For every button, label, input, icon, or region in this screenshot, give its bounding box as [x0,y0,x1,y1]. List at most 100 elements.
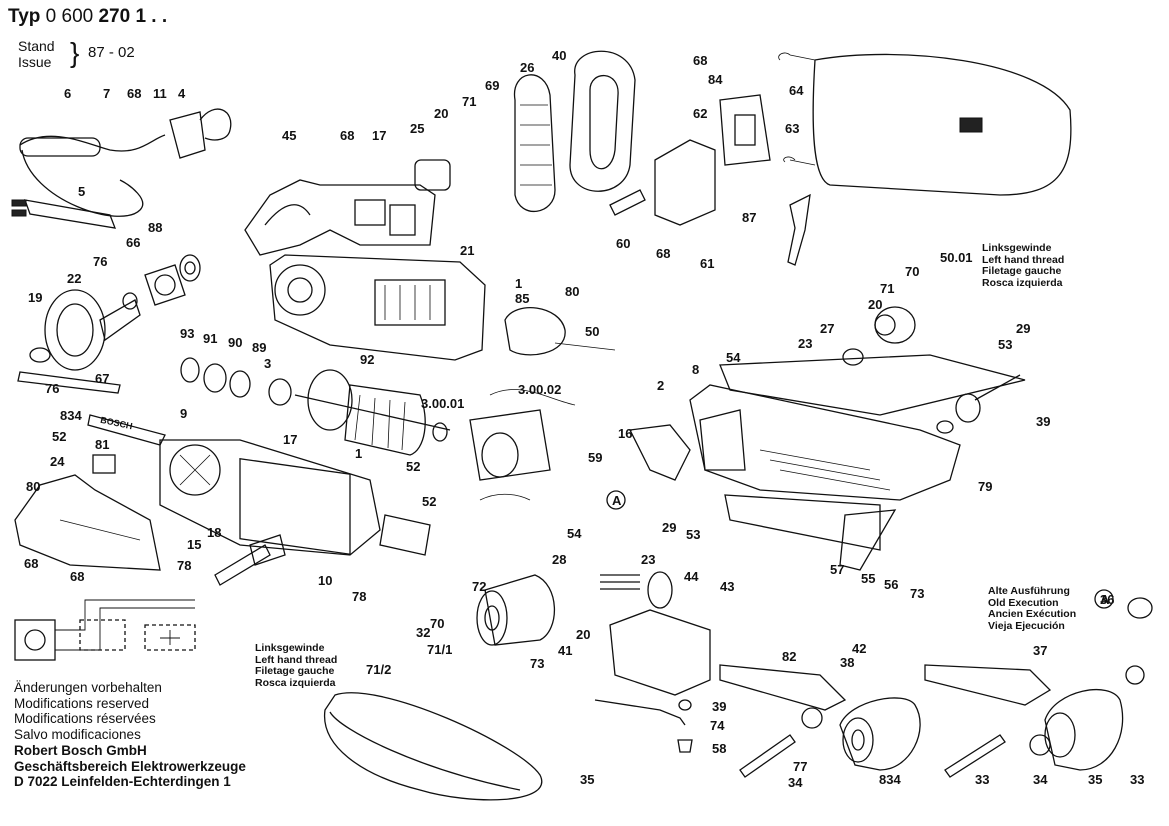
part-number-label: 29 [662,520,676,535]
thread-note-es: Rosca izquierda [982,276,1063,289]
type-number: Typ 0 600 270 1 . . [8,6,167,28]
part-number-label: 71/2 [366,662,391,677]
company-address: D 7022 Leinfelden-Echterdingen 1 [14,774,231,789]
front-knob [504,307,616,356]
part-number-label: 16 [618,426,632,441]
part-number-label: 10 [318,573,332,588]
thread-note-right: Linksgewinde Left hand thread Filetage g… [982,242,1065,289]
front-cover [14,454,161,571]
part-number-label: 35 [1088,772,1102,787]
thread-note-de: Linksgewinde [982,242,1052,254]
part-number-label: 1 [355,446,362,461]
part-number-label: 72 [472,579,486,594]
part-number-label: 650 [0,0,22,3]
rear-pulley [842,306,954,434]
part-number-label: 76 [93,254,107,269]
part-number-label: 20 [868,297,882,312]
part-number-label: 2 [657,378,664,393]
part-number-label: 35 [580,772,594,787]
part-number-label: 53 [686,527,700,542]
modification-notes: Änderungen vorbehalten Modifications res… [14,680,162,742]
part-number-label: 66 [126,235,140,250]
old-exec-en: Old Execution [988,596,1059,609]
rear-drum-assemblies [719,597,1153,778]
part-number-label: 52 [406,459,420,474]
reference-circle [1094,589,1114,609]
part-number-label: 85 [515,291,529,306]
part-number-label: 87 [742,210,756,225]
part-number-label: 37 [1033,643,1047,658]
part-number-label: 90 [228,335,242,350]
part-number-label: 52 [52,429,66,444]
part-number-label: 20 [434,106,448,121]
note-de: Änderungen vorbehalten [14,680,162,695]
manufacturer-address: Robert Bosch GmbH Geschäftsbereich Elekt… [14,743,246,790]
part-number-label: 33 [975,772,989,787]
old-exec-fr: Ancien Exécution [988,608,1077,620]
stand-issue-label: Stand Issue [18,38,55,70]
part-number-label: 23 [641,552,655,567]
part-number-label: 74 [710,718,725,733]
field-coil [469,389,576,501]
part-number-label: 28 [552,552,566,567]
type-suffix: 270 1 . . [98,6,168,27]
part-number-label: 24 [50,454,65,469]
type-prefix: Typ [8,6,41,27]
note-fr: Modifications réservées [14,711,156,726]
part-number-label: 34 [1033,772,1048,787]
thread-note-en: Left hand thread [255,653,338,666]
part-number-label: 57 [830,562,844,577]
part-number-label: 68 [656,246,670,261]
part-number-label: 9 [180,406,187,421]
part-number-label: 71/1 [427,642,452,657]
reference-circle [606,490,626,510]
part-number-label: 84 [708,72,723,87]
part-number-label: 15 [187,537,201,552]
part-number-label: 42 [852,641,866,656]
sanding-belt [323,692,543,801]
drive-belts [414,50,636,212]
part-number-label: 64 [789,83,804,98]
part-number-label: 54 [567,526,582,541]
thread-note-de: Linksgewinde [255,642,325,654]
power-cord [11,108,232,229]
part-number-label: 4 [178,86,186,101]
part-number-label: 40 [552,48,566,63]
switch-and-brushes [214,514,431,586]
thread-note-left: Linksgewinde Left hand thread Filetage g… [255,642,338,689]
part-number-label: 59 [588,450,602,465]
part-number-label: 45 [282,128,296,143]
part-number-label: 71 [880,281,894,296]
part-number-label: 8 [692,362,699,377]
thread-note-fr: Filetage gauche [982,265,1062,277]
armature [180,357,451,456]
part-number-label: 17 [283,432,297,447]
part-number-label: 58 [712,741,726,756]
bearing-flange [122,254,201,310]
part-number-label: 25 [410,121,424,136]
part-number-label: 78 [352,589,366,604]
part-number-label: 38 [840,655,854,670]
front-drum [476,574,556,646]
part-number-label: 70 [430,616,444,631]
part-number-label: 73 [910,586,924,601]
motor-housing [269,254,486,361]
part-number-label: 68 [24,556,38,571]
dust-container [609,52,1072,266]
part-number-label: 93 [180,326,194,341]
part-number-label: 1 [515,276,522,291]
part-number-label: 76 [45,381,59,396]
part-number-label: 41 [558,643,572,658]
part-number-label: 23 [798,336,812,351]
part-number-label: 34 [788,775,803,790]
part-number-label: 88 [148,220,162,235]
part-number-label: A [612,493,622,508]
part-number-label: 56 [884,577,898,592]
thread-note-en: Left hand thread [982,253,1065,266]
part-number-label: 80 [565,284,579,299]
issue-date: 87 - 02 [88,44,135,61]
part-number-label: 77 [793,759,807,774]
part-number-label: 3.00.02 [518,382,561,397]
